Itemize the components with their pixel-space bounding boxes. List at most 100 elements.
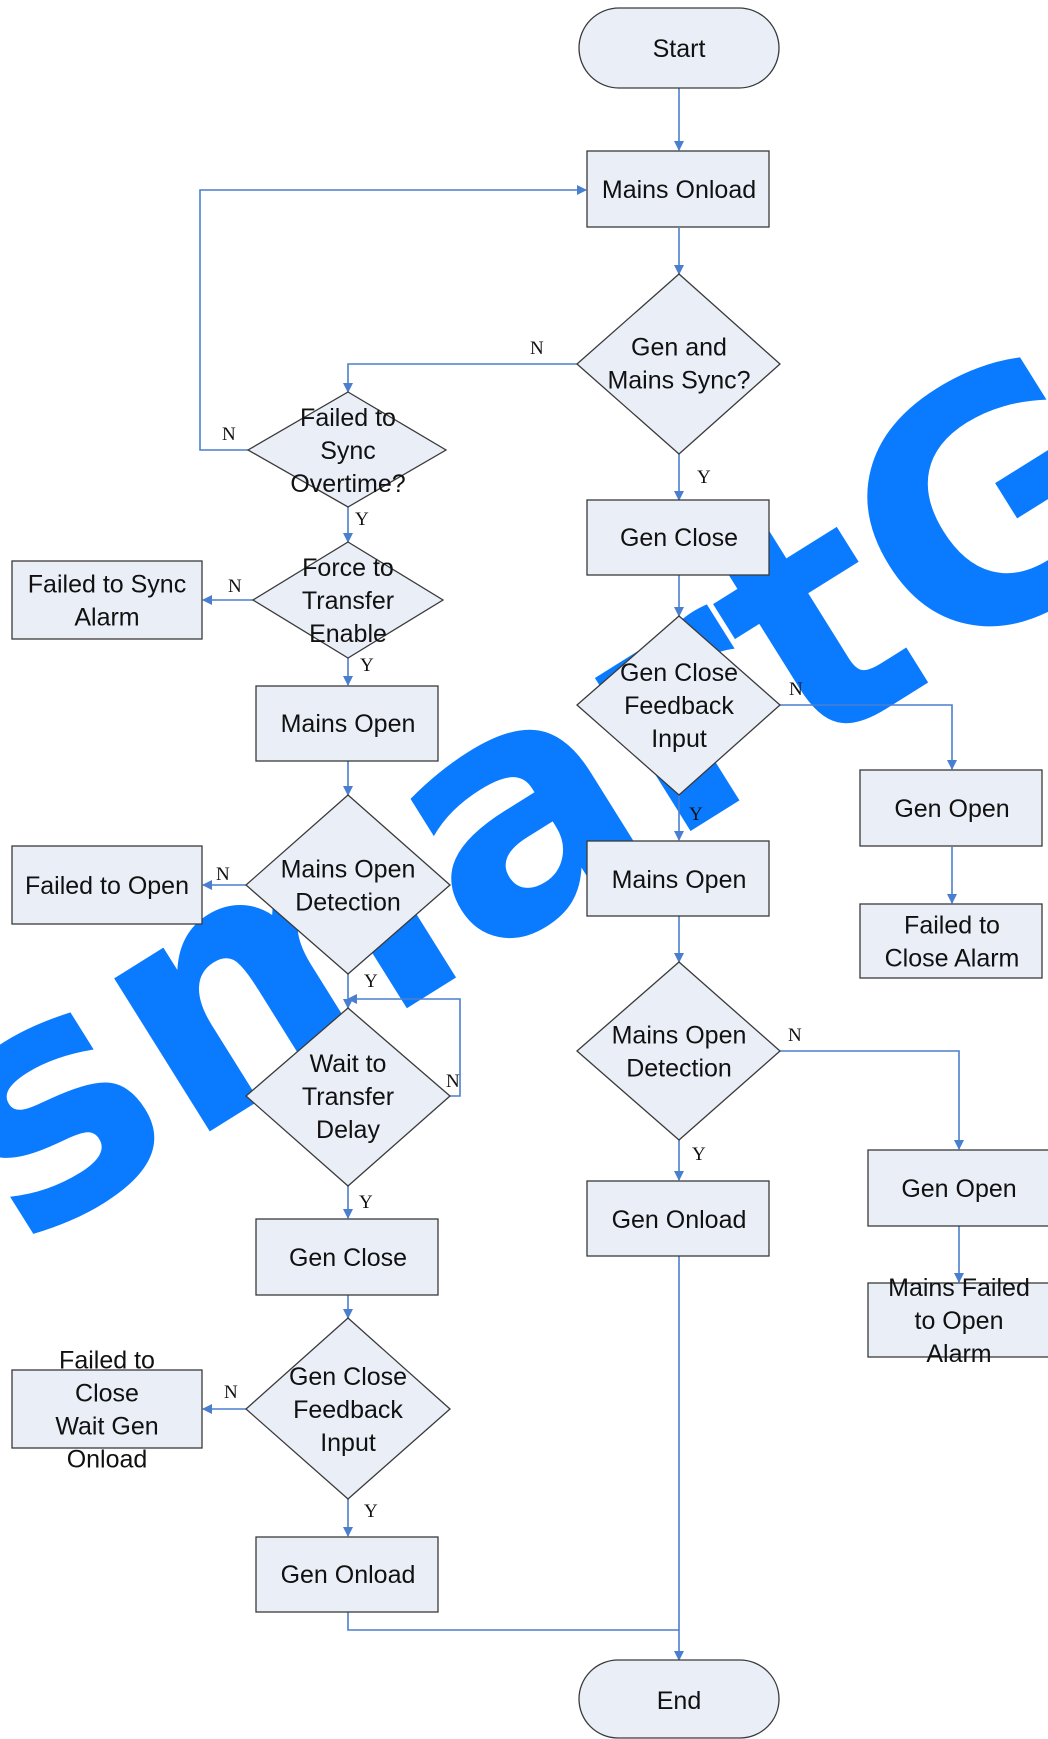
fail-close-wait-label-line: Onload: [67, 1446, 148, 1474]
edge-label-fb-r-no: N: [789, 679, 803, 700]
open-detect-r-label-line: Detection: [626, 1055, 732, 1083]
gen-fb-l-label-line: Feedback: [293, 1396, 403, 1424]
gen-onload-r-label-line: Gen Onload: [612, 1206, 747, 1234]
start-terminal: [578, 7, 780, 89]
gen-fb-l-label-line: Gen Close: [289, 1363, 407, 1391]
edge-label-fb-l-yes: Y: [364, 1501, 378, 1522]
gen-onload-l-label-line: Gen Onload: [281, 1561, 416, 1589]
sync-check-decision: [576, 273, 781, 455]
edge-label-delay-yes: Y: [359, 1192, 373, 1213]
mains-open-right-box: [586, 840, 770, 917]
gen-fb-r-label-line: Gen Close: [620, 659, 738, 687]
mains-open-r-label: Mains Open: [612, 866, 747, 894]
sync-alarm-box: [11, 560, 203, 640]
open-detect-l-label-line: Detection: [295, 889, 401, 917]
mains-fail-alarm-label-line: to Open: [915, 1307, 1004, 1335]
gen-close-r-label: Gen Close: [620, 524, 738, 552]
mains-open-l-label-line: Mains Open: [281, 710, 416, 738]
sync-alarm-label-line: Failed to Sync: [28, 571, 186, 599]
fail-close-alarm-box: [859, 903, 1043, 979]
fail-close-wait-box: [11, 1369, 203, 1449]
gen-open-r1-label: Gen Open: [894, 795, 1009, 823]
edge-label-sync-yes: Y: [697, 467, 711, 488]
failed-open-l-label: Failed to Open: [25, 872, 189, 900]
open-detect-r-label-line: Mains Open: [612, 1022, 747, 1050]
gen-close-l-label: Gen Close: [289, 1244, 407, 1272]
edge-fb-r-no: [780, 704, 957, 770]
gen-onload-l-label: Gen Onload: [281, 1561, 416, 1589]
start-label-line: Start: [653, 35, 706, 63]
open-detect-right-decision: [576, 961, 781, 1141]
wait-delay-label-line: Delay: [316, 1116, 380, 1144]
wait-delay-decision: [245, 1007, 451, 1187]
mains-fail-alarm-label-line: Alarm: [926, 1340, 991, 1368]
gen-onload-r-label: Gen Onload: [612, 1206, 747, 1234]
mains-onload-box: [586, 150, 770, 228]
gen-close-l-label-line: Gen Close: [289, 1244, 407, 1272]
fail-close-wait-label-line: Failed to: [59, 1347, 155, 1375]
edge-detect-r-no: [780, 1050, 964, 1150]
mains-open-r-label-line: Mains Open: [612, 866, 747, 894]
edge-label-overtime-yes: Y: [355, 509, 369, 530]
sync-overtime-label-line: Failed to: [300, 404, 396, 432]
fail-close-alarm-label-line: Failed to: [904, 912, 1000, 940]
force-transfer-label-line: Transfer: [302, 587, 394, 615]
connectors: [199, 88, 964, 1661]
gen-feedback-right-decision: [576, 615, 781, 796]
sync-check-label-line: Gen and: [631, 334, 727, 362]
open-detect-l-label-line: Mains Open: [281, 856, 416, 884]
gen-open-r1-label-line: Gen Open: [894, 795, 1009, 823]
edge-label-overtime-no: N: [222, 424, 236, 445]
gen-feedback-left-decision: [245, 1317, 451, 1500]
gen-open-right2-box: [867, 1149, 1048, 1227]
sync-check-label-line: Mains Sync?: [607, 367, 750, 395]
mains-fail-alarm-box: [867, 1282, 1048, 1358]
gen-fb-r-label-line: Feedback: [624, 692, 734, 720]
sync-overtime-decision: [246, 391, 448, 508]
shapes: [11, 7, 1048, 1739]
gen-open-right1-box: [859, 769, 1043, 847]
wait-delay-label-line: Transfer: [302, 1083, 394, 1111]
gen-open-r2-label: Gen Open: [901, 1175, 1016, 1203]
end-terminal: [578, 1659, 780, 1739]
force-transfer-label-line: Enable: [309, 620, 387, 648]
edge-label-detect-r-no: N: [788, 1025, 802, 1046]
fail-close-alarm-label: Failed to Close Alarm: [885, 912, 1020, 973]
gen-open-r2-label-line: Gen Open: [901, 1175, 1016, 1203]
sync-overtime-label-line: Overtime?: [290, 470, 405, 498]
mains-open-left-box: [255, 685, 439, 762]
edge-label-detect-r-yes: Y: [692, 1144, 706, 1165]
open-detect-left-decision: [245, 794, 451, 975]
mains-onload-label-line: Mains Onload: [602, 176, 756, 204]
wait-delay-label-line: Wait to: [310, 1050, 387, 1078]
watermark-text: smartGen: [0, 30, 1048, 1316]
end-label-line: End: [657, 1687, 701, 1715]
gen-close-r-label-line: Gen Close: [620, 524, 738, 552]
mains-onload-label: Mains Onload: [602, 176, 756, 204]
edge-delay-no-loop: [347, 994, 461, 1097]
edge-label-fb-r-yes: Y: [689, 804, 703, 825]
mains-open-l-label: Mains Open: [281, 710, 416, 738]
gen-close-left-box: [255, 1218, 439, 1296]
edge-label-force-no: N: [228, 576, 242, 597]
fail-close-wait-label-line: Wait Gen: [55, 1413, 158, 1441]
fail-close-alarm-label-line: Close Alarm: [885, 945, 1020, 973]
edge-label-detect-l-no: N: [216, 864, 230, 885]
force-transfer-decision: [251, 541, 445, 659]
gen-fb-r-label-line: Input: [651, 725, 707, 753]
edge-labels: N Y N Y N Y N Y N Y N Y N Y N Y: [216, 338, 803, 1522]
